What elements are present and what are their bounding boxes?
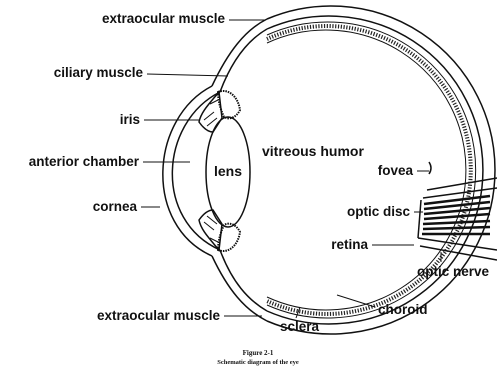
caption-title: Schematic diagram of the eye (217, 359, 299, 366)
sclera-anterior-bottom (212, 256, 267, 321)
fovea-pit (429, 162, 431, 174)
figure-caption: Figure 2-1 Schematic diagram of the eye (217, 349, 299, 366)
iris-texture-lower (204, 216, 218, 242)
label-vitreous-humor: vitreous humor (262, 143, 364, 159)
label-iris: iris (120, 112, 140, 127)
label-sclera: sclera (280, 319, 320, 334)
iris-texture-upper (204, 100, 218, 126)
label-ciliary-muscle: ciliary muscle (54, 65, 144, 80)
label-extraocular-muscle-top: extraocular muscle (102, 11, 226, 26)
iris-lower (199, 210, 222, 250)
label-choroid: choroid (378, 302, 428, 317)
label-optic-disc: optic disc (347, 204, 411, 219)
cornea-outer (163, 86, 212, 256)
label-optic-nerve: optic nerve (417, 264, 490, 279)
label-lens: lens (214, 163, 242, 179)
eyeball (163, 6, 497, 334)
leader-choroid (337, 295, 375, 307)
caption-figure-number: Figure 2-1 (243, 349, 274, 357)
label-anterior-chamber: anterior chamber (29, 154, 140, 169)
label-fovea: fovea (378, 163, 414, 178)
leader-ciliary-muscle (147, 74, 228, 76)
label-retina: retina (331, 237, 368, 252)
sclera-anterior-bottom-inner (220, 250, 267, 311)
label-cornea: cornea (93, 199, 138, 214)
label-extraocular-muscle-bottom: extraocular muscle (97, 308, 221, 323)
sclera-anterior-top-inner (220, 29, 267, 92)
optic-disc-mark (418, 200, 421, 238)
